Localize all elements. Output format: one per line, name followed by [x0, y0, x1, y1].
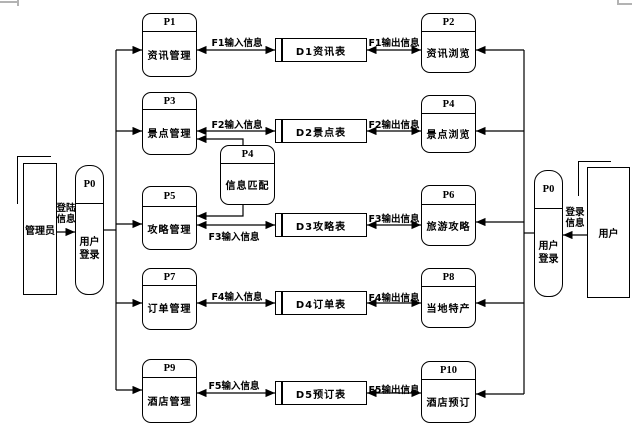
process-p10-label: 酒店预订 — [426, 397, 471, 409]
flow-label-user-login: 登录信息 — [565, 207, 585, 229]
process-p5: P5 攻略管理 — [142, 186, 197, 250]
flow-label-f3-in: F3输入信息 — [208, 232, 260, 243]
flow-label-f4-in: F4输入信息 — [211, 292, 263, 303]
process-p1-id: P1 — [143, 14, 196, 32]
process-p3-label: 景点管理 — [147, 128, 192, 140]
process-p2-id: P2 — [422, 14, 475, 32]
flow-label-f1-out: F1输出信息 — [368, 38, 420, 49]
process-p5-id: P5 — [143, 187, 196, 207]
data-store-d1-label: D1资讯表 — [295, 46, 347, 58]
process-p0-right-label: 用户登录 — [538, 240, 559, 265]
process-p3: P3 景点管理 — [142, 92, 197, 155]
frame-fragment-top-right-v — [617, 0, 619, 5]
flow-label-f2-in: F2输入信息 — [211, 120, 263, 131]
process-p1: P1 资讯管理 — [142, 13, 197, 77]
admin-entity-double-border — [17, 156, 51, 204]
process-p0-left-label: 用户登录 — [79, 237, 100, 261]
flow-label-f4-out: F4输出信息 — [368, 293, 420, 304]
flow-label-f5-out: F5输出信息 — [368, 385, 420, 396]
data-store-d5-label: D5预订表 — [295, 389, 347, 401]
process-p4-middle-id: P4 — [221, 146, 274, 164]
process-p1-label: 资讯管理 — [147, 50, 192, 62]
process-p9-label: 酒店管理 — [147, 396, 192, 408]
flow-label-f5-in: F5输入信息 — [208, 381, 260, 392]
process-p9-id: P9 — [143, 360, 196, 378]
data-store-d1: D1资讯表 — [275, 38, 367, 62]
process-p7-id: P7 — [143, 269, 196, 286]
flow-label-f2-out: F2输出信息 — [368, 120, 420, 131]
process-p0-right: P0 用户登录 — [534, 170, 563, 297]
user-entity-double-border — [578, 161, 611, 196]
process-p4-right-label: 景点浏览 — [426, 129, 471, 141]
process-p3-id: P3 — [143, 93, 196, 110]
process-p6-id: P6 — [422, 186, 475, 205]
process-p8-label: 当地特产 — [426, 303, 471, 315]
process-p0-left: P0 用户登录 — [75, 165, 104, 295]
data-store-d3: D3攻略表 — [275, 213, 367, 237]
process-p6: P6 旅游攻略 — [421, 185, 476, 246]
process-p8: P8 当地特产 — [421, 268, 476, 328]
process-p7-label: 订单管理 — [147, 304, 192, 315]
process-p8-id: P8 — [422, 269, 475, 287]
process-p6-label: 旅游攻略 — [426, 221, 471, 233]
process-p4-right-id: P4 — [422, 96, 475, 114]
frame-fragment-top-left-v — [17, 0, 19, 6]
data-store-d4-label: D4订单表 — [295, 299, 347, 311]
data-store-d5: D5预订表 — [275, 381, 367, 405]
process-p9: P9 酒店管理 — [142, 359, 197, 423]
data-store-d2-label: D2景点表 — [295, 127, 347, 139]
process-p4-right: P4 景点浏览 — [421, 95, 476, 153]
flow-label-f1-in: F1输入信息 — [211, 38, 263, 49]
frame-fragment-top-left-h — [0, 1, 18, 3]
process-p0-right-id: P0 — [535, 171, 562, 209]
data-store-d2: D2景点表 — [275, 119, 367, 143]
process-p7: P7 订单管理 — [142, 268, 197, 330]
process-p2: P2 资讯浏览 — [421, 13, 476, 73]
process-p5-label: 攻略管理 — [147, 224, 192, 236]
process-p4-middle-label: 信息匹配 — [225, 180, 270, 192]
entity-admin: 管理员 — [23, 163, 57, 295]
process-p0-left-id: P0 — [76, 166, 103, 204]
flow-label-admin-login: 登陆信息 — [56, 203, 76, 225]
frame-fragment-top-right-h — [617, 3, 632, 5]
flow-label-f3-out: F3输出信息 — [368, 214, 420, 225]
process-p4-middle: P4 信息匹配 — [220, 145, 275, 205]
entity-user-label: 用户 — [598, 229, 619, 240]
process-p2-label: 资讯浏览 — [426, 48, 471, 60]
entity-user: 用户 — [587, 167, 630, 298]
process-p10-id: P10 — [422, 362, 475, 380]
data-store-d4: D4订单表 — [275, 291, 367, 315]
entity-admin-label: 管理员 — [25, 225, 55, 237]
data-store-d3-label: D3攻略表 — [295, 221, 347, 233]
process-p10: P10 酒店预订 — [421, 361, 476, 423]
